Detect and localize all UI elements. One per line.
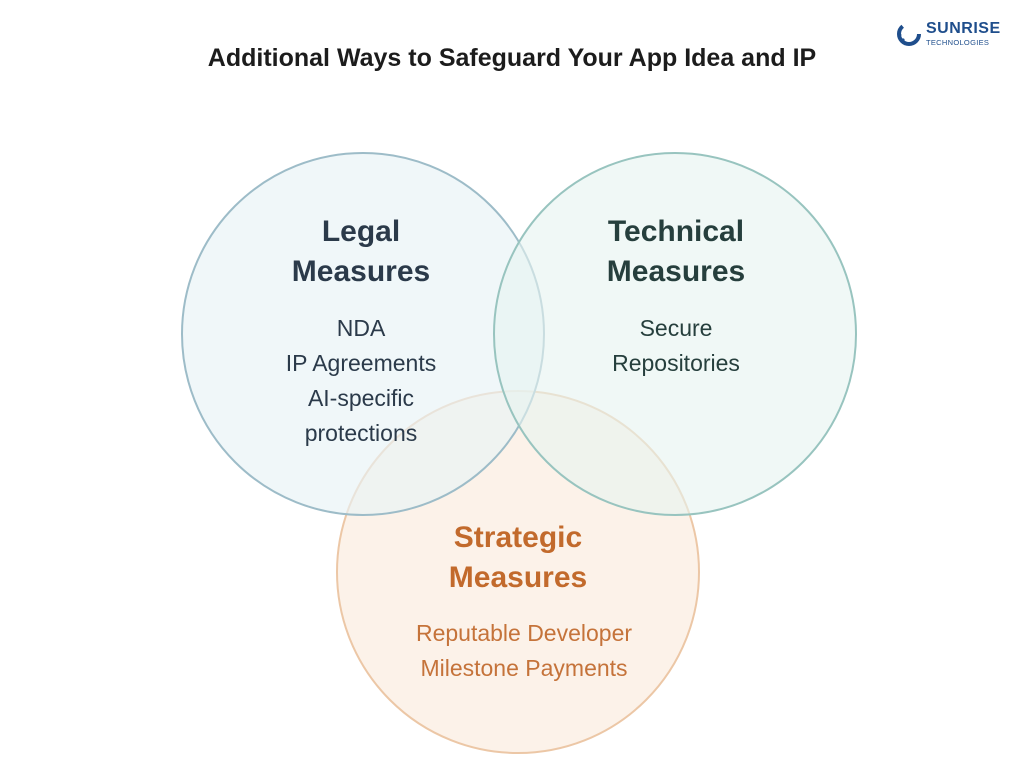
- logo-name: SUNRISE: [926, 20, 1001, 37]
- legal-item-ip-agreements: IP Agreements: [285, 350, 437, 376]
- technical-items: Secure Repositories: [526, 311, 826, 381]
- sunrise-logo: SUNRISE TECHNOLOGIES: [895, 18, 1010, 52]
- legal-item-protections: protections: [304, 420, 418, 446]
- strategic-heading: Strategic Measures: [388, 518, 648, 598]
- strategic-heading-line: Measures: [448, 561, 588, 594]
- technical-heading-line: Technical: [607, 215, 745, 248]
- strategic-items: Reputable Developer Milestone Payments: [374, 616, 674, 686]
- technical-heading-line: Measures: [606, 255, 746, 288]
- technical-item-secure: Secure: [639, 315, 713, 341]
- technical-item-repositories: Repositories: [612, 350, 740, 376]
- legal-item-ai-specific: AI-specific: [307, 385, 415, 411]
- sunrise-logo-icon: [897, 22, 921, 46]
- legal-heading-line: Measures: [291, 255, 431, 288]
- logo-subtitle: TECHNOLOGIES: [926, 38, 990, 47]
- strategic-item-milestone-payments: Milestone Payments: [420, 655, 628, 681]
- strategic-heading-line: Strategic: [453, 521, 583, 554]
- technical-circle: [493, 152, 857, 516]
- strategic-item-reputable-developer: Reputable Developer: [415, 620, 633, 646]
- legal-heading: Legal Measures: [231, 212, 491, 292]
- legal-heading-line: Legal: [321, 215, 401, 248]
- page-title: Additional Ways to Safeguard Your App Id…: [207, 44, 817, 72]
- technical-heading: Technical Measures: [546, 212, 806, 292]
- legal-item-nda: NDA: [336, 315, 386, 341]
- legal-items: NDA IP Agreements AI-specific protection…: [211, 311, 511, 451]
